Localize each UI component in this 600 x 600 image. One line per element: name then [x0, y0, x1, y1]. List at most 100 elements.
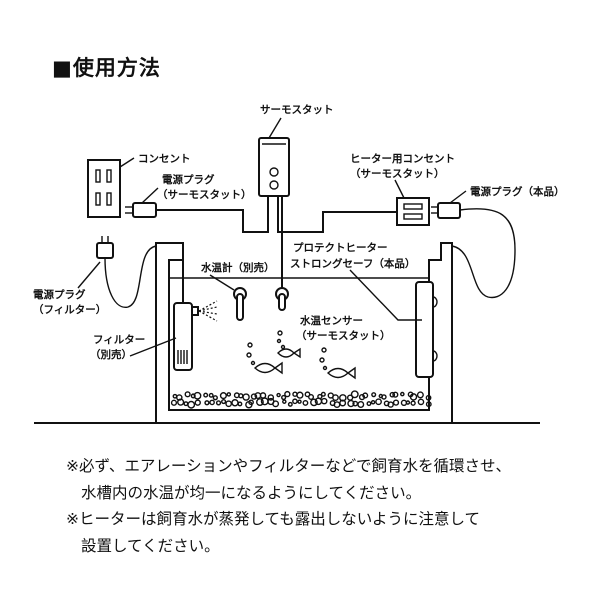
thermometer-label: 水温計（別売） [200, 261, 275, 274]
gravel-stone [370, 400, 376, 405]
gravel-stone [208, 392, 214, 398]
gravel-stone [194, 399, 201, 406]
thermostat-plug-icon [125, 202, 157, 218]
gravel-stone [405, 400, 411, 405]
heater-outlet-icon [396, 197, 430, 226]
gravel-stone [292, 398, 298, 405]
thermostat-plug-label-2: （サーモスタット） [157, 188, 252, 201]
thermostat-label: サーモスタット [260, 104, 334, 116]
gravel-stone [183, 401, 189, 407]
gravel-stone [425, 394, 432, 401]
thermostat-icon [258, 137, 290, 197]
gravel-stone [250, 393, 258, 400]
gravel-stone [310, 398, 318, 407]
gravel-stone [387, 401, 394, 408]
gravel-stone [231, 399, 239, 407]
gravel-stone [392, 391, 399, 398]
filter-plug-label-2: （フィルター） [33, 303, 106, 316]
heater-icon [415, 281, 438, 378]
gravel [170, 390, 432, 409]
gravel-stone [276, 392, 281, 398]
gravel-stone [281, 394, 287, 401]
gravel-stone [320, 391, 326, 397]
tank [155, 242, 453, 423]
gravel-stone [357, 401, 365, 409]
gravel-stone [187, 400, 196, 409]
gravel-stone [170, 399, 178, 406]
note-1-line-1: ※必ず、エアレーションやフィルターなどで飼育水を循環させ、 [66, 457, 511, 475]
heater-plug-icon [431, 202, 461, 219]
gravel-stone [193, 391, 202, 400]
filter-label-1: フィルター [93, 334, 145, 346]
gravel-stone [297, 399, 302, 404]
gravel-stone [381, 394, 387, 400]
thermometer-icon [233, 287, 247, 321]
gravel-stone [282, 399, 287, 404]
gravel-stone [287, 401, 293, 407]
gravel-stone [410, 400, 416, 406]
note-2-line-1: ※ヒーターは飼育水が蒸発しても露出しないように注意して [66, 510, 480, 528]
gravel-stone [362, 392, 369, 399]
gravel-stone [209, 399, 215, 406]
thermostat-plug-label-1: 電源プラグ [162, 173, 215, 186]
gravel-stone [409, 393, 418, 401]
gravel-stone [221, 398, 227, 405]
wall-outlet-icon [87, 159, 121, 218]
bubbles [246, 330, 328, 371]
gravel-stone [392, 399, 400, 406]
heater-plug-label: 電源プラグ（本品） [470, 185, 565, 198]
note-2-line-2: 設置してください。 [81, 536, 220, 555]
section-title: ■使用方法 [52, 56, 161, 80]
gravel-stone [417, 398, 425, 406]
gravel-stone [366, 401, 372, 407]
gravel-stone [226, 392, 232, 397]
gravel-stone [203, 392, 209, 398]
gravel-stone [389, 391, 396, 398]
gravel-stone [190, 393, 196, 399]
gravel-stone [219, 392, 227, 400]
sensor-label-2: （サーモスタット） [296, 329, 391, 342]
gravel-stone [400, 391, 405, 397]
gravel-stone [225, 400, 233, 408]
gravel-stone [339, 399, 347, 407]
filter-plug-label-1: 電源プラグ [33, 288, 86, 301]
gravel-stone [212, 395, 218, 401]
gravel-stone [215, 400, 222, 406]
gravel-stone [296, 391, 304, 399]
gravel-stone [375, 398, 382, 406]
gravel-stone [320, 397, 328, 405]
fish-icon [253, 347, 356, 380]
gravel-stone [177, 398, 185, 406]
gravel-stone [248, 399, 254, 406]
sensor-label-1: 水温センサー [299, 314, 363, 327]
gravel-stone [350, 390, 359, 399]
gravel-stone [339, 394, 347, 402]
heater-outlet-label-1: ヒーター用コンセント [350, 153, 455, 165]
gravel-stone [416, 391, 424, 399]
gravel-stone [284, 390, 291, 398]
gravel-stone [184, 391, 191, 398]
gravel-stone [302, 399, 309, 406]
gravel-stone [425, 401, 432, 408]
note-1-line-2: 水槽内の水温が均一になるようにしてください。 [81, 483, 422, 502]
gravel-stone [371, 392, 377, 398]
gravel-stone [347, 399, 355, 408]
filter-plug-icon [96, 236, 114, 259]
gravel-stone [352, 400, 359, 407]
heater-label-1: プロテクトヒーター [293, 241, 388, 254]
heater-outlet-label-2: （サーモスタット） [350, 167, 445, 180]
gravel-stone [272, 400, 280, 408]
filter-label-2: （別売） [90, 348, 132, 361]
gravel-stone [204, 400, 210, 406]
gravel-stone [256, 398, 264, 406]
gravel-stone [332, 394, 339, 401]
gravel-stone [238, 393, 244, 399]
filter-icon [173, 260, 218, 371]
gravel-stone [308, 394, 315, 401]
heater-label-2: ストロングセーフ（本品） [290, 257, 415, 270]
outlet-label: コンセント [138, 153, 191, 165]
gravel-stone [237, 401, 243, 407]
gravel-stone [242, 393, 250, 401]
usage-notes: ※必ず、エアレーションやフィルターなどで飼育水を循環させ、 水槽内の水温が均一に… [66, 453, 511, 559]
